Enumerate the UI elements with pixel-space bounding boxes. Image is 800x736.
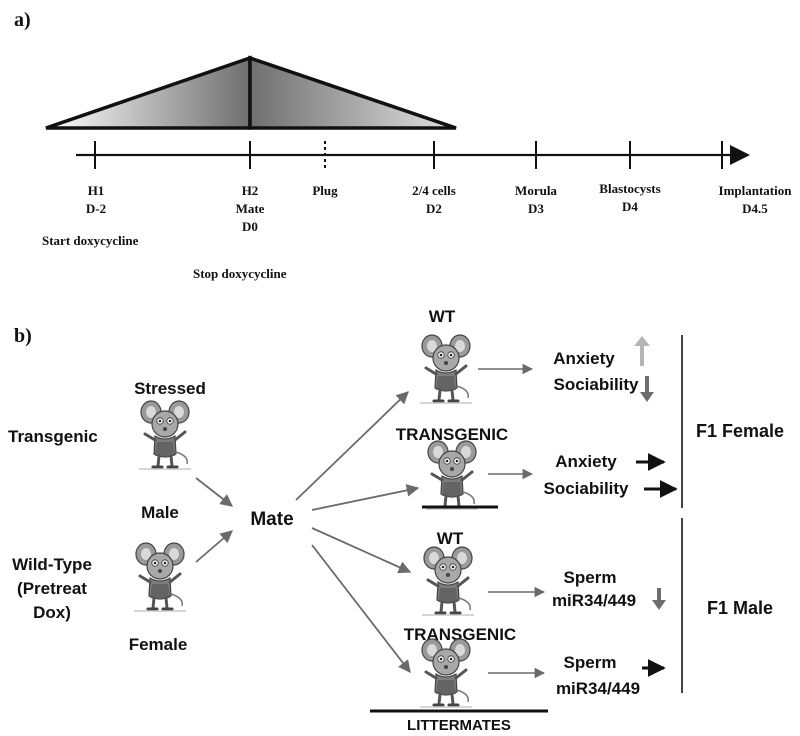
dox-gradient-fall	[248, 55, 457, 130]
arrow-mate-to-wt-female	[295, 391, 409, 501]
arrow-male-to-mate	[195, 477, 233, 507]
wt-female-mouse	[418, 333, 474, 405]
tg-female-label: TRANSGENIC	[396, 425, 508, 444]
timeline-label-implantation-day: D4.5	[742, 201, 768, 216]
panel-a-label: a)	[14, 9, 31, 31]
female-mouse	[132, 541, 188, 613]
arrow-mate-to-tg-female	[311, 484, 420, 511]
sociability-label-wt: Sociability	[553, 375, 639, 394]
sociability-label-tg: Sociability	[543, 479, 629, 498]
panel-b-label: b)	[14, 325, 32, 347]
tg-female-mouse	[424, 439, 480, 511]
f1-male-label: F1 Male	[707, 598, 773, 618]
timeline-label-h2-day: D0	[242, 219, 258, 234]
transgenic-label: Transgenic	[8, 427, 98, 446]
wt-male-label: WT	[437, 529, 464, 548]
timeline-arrowhead	[730, 145, 750, 165]
timeline-label-h1-day: D-2	[86, 201, 106, 216]
f1-female-label: F1 Female	[696, 421, 784, 441]
tg-male-mouse	[418, 637, 474, 709]
timeline-label-implantation: Implantation	[719, 183, 793, 198]
mir-label-wt: miR34/449	[552, 591, 636, 610]
female-label: Female	[129, 635, 188, 654]
wild-type-label-line1: Wild-Type	[12, 555, 92, 574]
anxiety-label-wt: Anxiety	[553, 349, 615, 368]
timeline-label-h2-mate: Mate	[236, 201, 265, 216]
mir-label-tg: miR34/449	[556, 679, 640, 698]
wild-type-label-line3: Dox)	[33, 603, 71, 622]
timeline-label-plug: Plug	[312, 183, 338, 198]
timeline-label-2-4-cells: 2/4 cells	[412, 183, 456, 198]
wt-male-mouse	[420, 545, 476, 617]
mir-down-arrowhead	[652, 600, 666, 610]
arrow-mate-to-tg-male	[311, 544, 411, 673]
arrow-female-to-mate	[195, 530, 233, 563]
mate-label: Mate	[250, 509, 293, 530]
timeline-label-h1: H1	[88, 183, 105, 198]
stop-doxycycline-label: Stop doxycycline	[193, 266, 287, 281]
timeline-label-2-4-cells-day: D2	[426, 201, 442, 216]
arrow-mate-to-wt-male	[311, 527, 412, 574]
wild-type-label-line2: (Pretreat	[17, 579, 87, 598]
timeline-label-morula: Morula	[515, 183, 557, 198]
timeline-label-blastocysts: Blastocysts	[599, 181, 660, 196]
dox-gradient-rise	[45, 55, 252, 130]
start-doxycycline-label: Start doxycycline	[42, 233, 139, 248]
sociability-down-arrowhead	[640, 392, 654, 402]
anxiety-label-tg: Anxiety	[555, 452, 617, 471]
wt-female-label: WT	[429, 307, 456, 326]
timeline-label-blastocysts-day: D4	[622, 199, 638, 214]
stressed-label: Stressed	[134, 379, 206, 398]
sperm-label-wt: Sperm	[564, 568, 617, 587]
timeline-label-h2: H2	[242, 183, 259, 198]
sperm-label-tg: Sperm	[564, 653, 617, 672]
anxiety-up-arrowhead	[634, 336, 650, 346]
littermates-label: LITTERMATES	[407, 717, 511, 734]
timeline-label-morula-day: D3	[528, 201, 544, 216]
stressed-male-mouse	[137, 399, 193, 471]
male-label: Male	[141, 503, 179, 522]
